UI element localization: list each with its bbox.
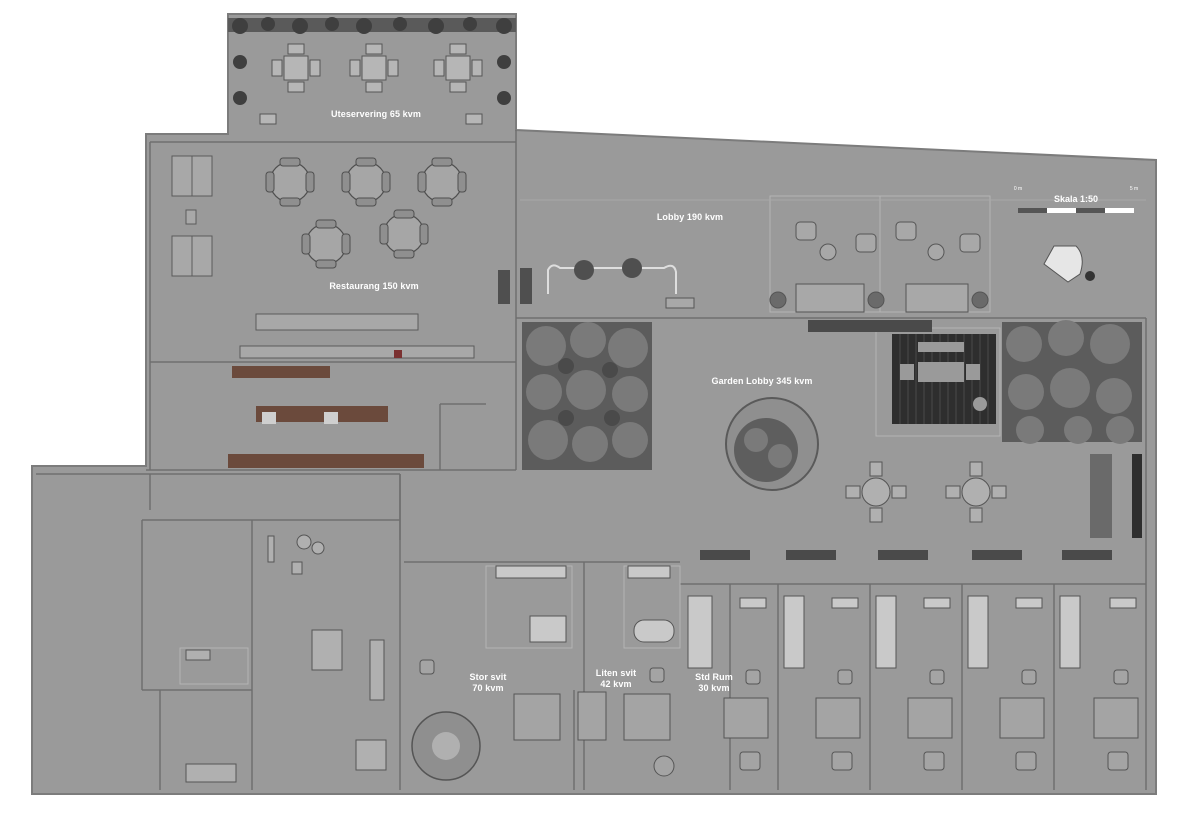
- lobby-sofa: [547, 221, 989, 313]
- scale-end-label: 5 m: [1129, 186, 1139, 192]
- garden-planting-left: [522, 322, 652, 470]
- lounge-deck: [892, 334, 996, 424]
- suite-small-name: Liten svit: [595, 668, 637, 678]
- lobby-label: Lobby 190 kvm: [656, 212, 724, 222]
- garden-planting-right: [1002, 320, 1142, 444]
- bathroom-fixtures: [495, 565, 1137, 669]
- restaurant-counters: [228, 313, 475, 468]
- suite-small-label: Liten svit 42 kvm: [596, 668, 637, 690]
- suite-large-name: Stor svit: [469, 672, 507, 682]
- restaurant-booths: [171, 155, 213, 277]
- round-planter: [725, 397, 819, 491]
- terrace-tables: [259, 43, 483, 125]
- suite-round-lounge: [411, 711, 481, 781]
- scale-title: Skala 1:50: [1053, 194, 1099, 204]
- lobby-plants-small: [498, 258, 642, 304]
- scale-bar: [1018, 208, 1134, 213]
- room-armchairs: [419, 659, 1129, 777]
- std-room-label: Std Rum 30 kvm: [695, 672, 733, 694]
- terrace-label: Uteservering 65 kvm: [331, 109, 421, 119]
- suite-small-area: 42 kvm: [600, 679, 632, 689]
- terrace-hedge: [228, 17, 516, 105]
- interior-walls: [36, 130, 1147, 790]
- planter-strip: [700, 320, 1112, 560]
- back-of-house: [185, 534, 387, 783]
- vertical-planter: [1090, 454, 1142, 538]
- piano: [1043, 245, 1095, 283]
- std-room-name: Std Rum: [695, 672, 733, 682]
- std-room-area: 30 kvm: [698, 683, 730, 693]
- suite-large-area: 70 kvm: [472, 683, 504, 693]
- suite-large-label: Stor svit 70 kvm: [470, 672, 507, 694]
- garden-lobby-label: Garden Lobby 345 kvm: [711, 376, 813, 386]
- restaurant-chairs: [265, 157, 467, 269]
- restaurant-label: Restaurang 150 kvm: [329, 281, 419, 291]
- beds: [513, 693, 1139, 741]
- scale-start-label: 0 m: [1013, 186, 1023, 192]
- garden-lobby-tables: [845, 461, 1007, 523]
